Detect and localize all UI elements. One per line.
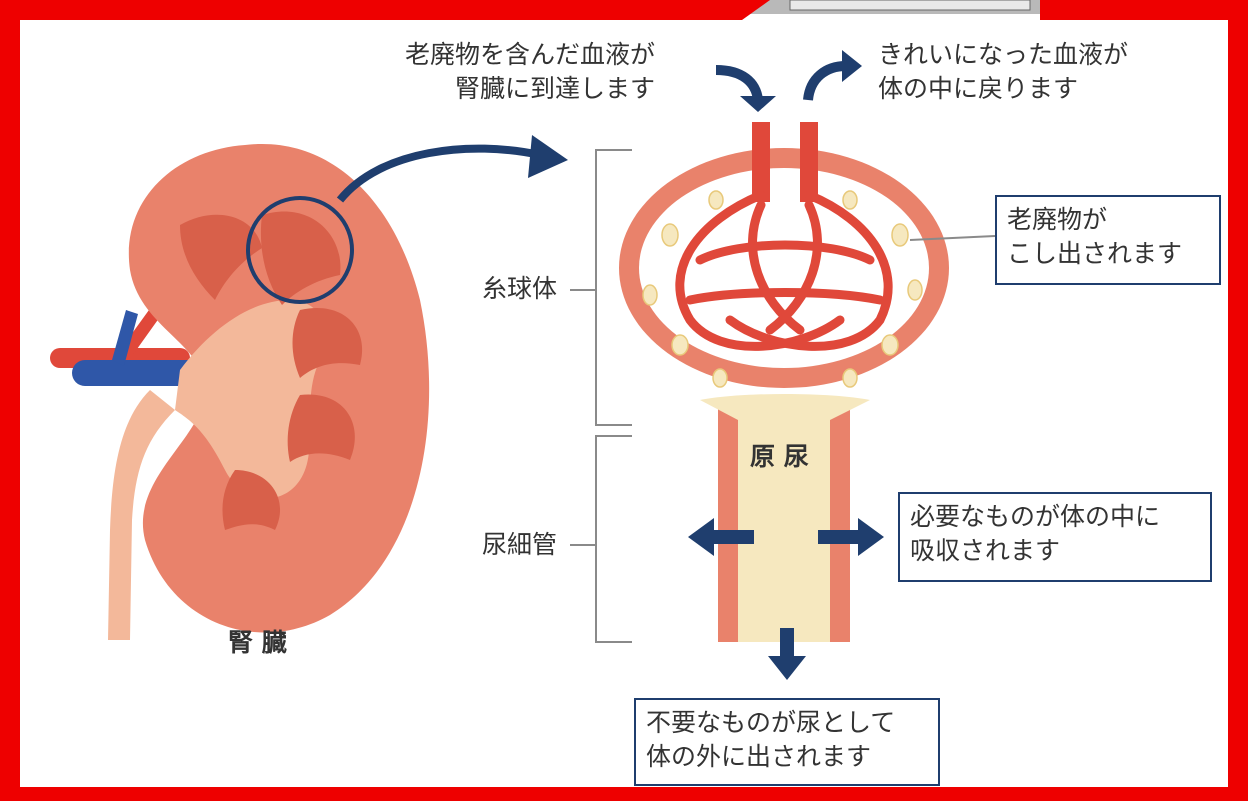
- brackets: [570, 150, 632, 642]
- reabsorption-box: 必要なものが体の中に 吸収されます: [898, 492, 1212, 582]
- absorb-box-line-2: 吸収されます: [910, 534, 1200, 568]
- blood-in-line-1: 老廃物を含んだ血液が: [405, 38, 655, 72]
- blood-out-line-1: きれいになった血液が: [878, 38, 1128, 72]
- waste-box-line-2: こし出されます: [1007, 237, 1209, 271]
- zoom-pointer-arrow: [340, 135, 568, 200]
- kidney-illustration: [50, 144, 429, 640]
- kidney-label: 腎 臓: [228, 626, 287, 660]
- blood-out-line-2: 体の中に戻ります: [878, 72, 1128, 106]
- blood-in-label: 老廃物を含んだ血液が 腎臓に到達します: [405, 38, 655, 106]
- blood-out-label: きれいになった血液が 体の中に戻ります: [878, 38, 1128, 106]
- tubule-label: 尿細管: [482, 528, 557, 562]
- excrete-box-line-2: 体の外に出されます: [646, 740, 928, 774]
- afferent-vessel: [752, 122, 770, 202]
- excrete-box-line-1: 不要なものが尿として: [646, 706, 928, 740]
- curved-arrow-down-icon: [716, 70, 776, 112]
- glomerulus-label: 糸球体: [482, 272, 557, 306]
- blood-in-line-2: 腎臓に到達します: [405, 72, 655, 106]
- tubule-lumen: [738, 400, 830, 642]
- tubule-bracket: [570, 436, 632, 642]
- curved-arrow-up-icon: [808, 50, 862, 100]
- primary-urine-label: 原 尿: [750, 440, 809, 474]
- waste-filtered-box: 老廃物が こし出されます: [995, 195, 1221, 285]
- waste-box-line-1: 老廃物が: [1007, 203, 1209, 237]
- excretion-box: 不要なものが尿として 体の外に出されます: [634, 698, 940, 786]
- absorb-box-line-1: 必要なものが体の中に: [910, 500, 1200, 534]
- efferent-vessel: [800, 122, 818, 202]
